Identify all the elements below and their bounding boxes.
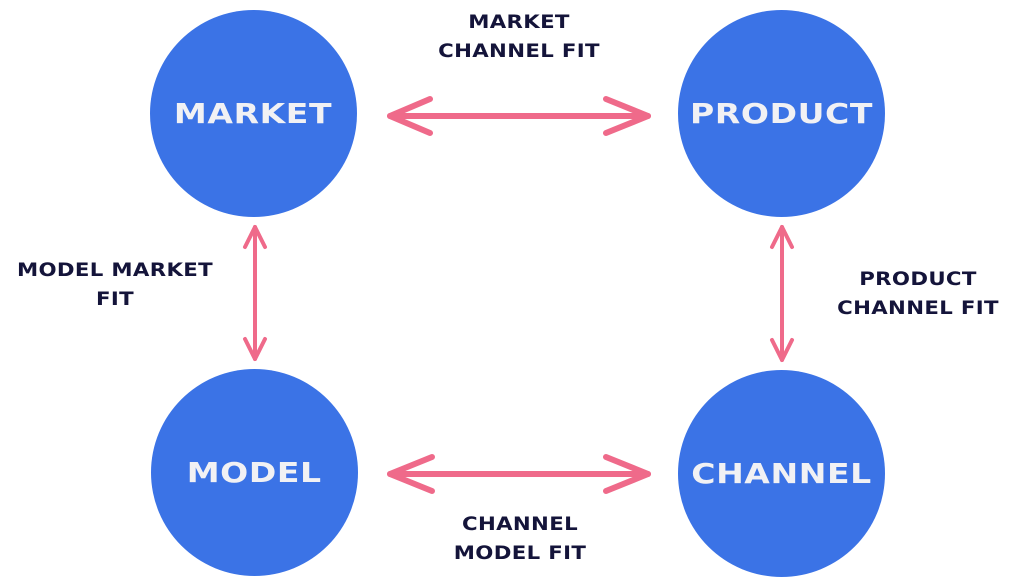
node-channel-label: CHANNEL: [691, 457, 872, 490]
node-model-label: MODEL: [187, 456, 322, 489]
edge-label-channel-model-fit: CHANNEL MODEL FIT: [453, 513, 587, 564]
node-product-label: PRODUCT: [690, 97, 873, 130]
node-model: MODEL: [151, 369, 358, 576]
arrow-product-channel: [770, 225, 794, 362]
node-market-label: MARKET: [174, 97, 333, 130]
edge-label-product-channel-fit: PRODUCT CHANNEL FIT: [837, 268, 999, 319]
edge-label-market-channel-fit: MARKET CHANNEL FIT: [438, 11, 600, 62]
arrow-market-model: [243, 225, 267, 361]
node-channel: CHANNEL: [678, 370, 885, 577]
edge-label-model-market-fit: MODEL MARKET FIT: [16, 259, 214, 310]
arrow-market-product: [387, 96, 651, 136]
arrow-model-channel: [387, 454, 651, 494]
node-product: PRODUCT: [678, 10, 885, 217]
node-market: MARKET: [150, 10, 357, 217]
